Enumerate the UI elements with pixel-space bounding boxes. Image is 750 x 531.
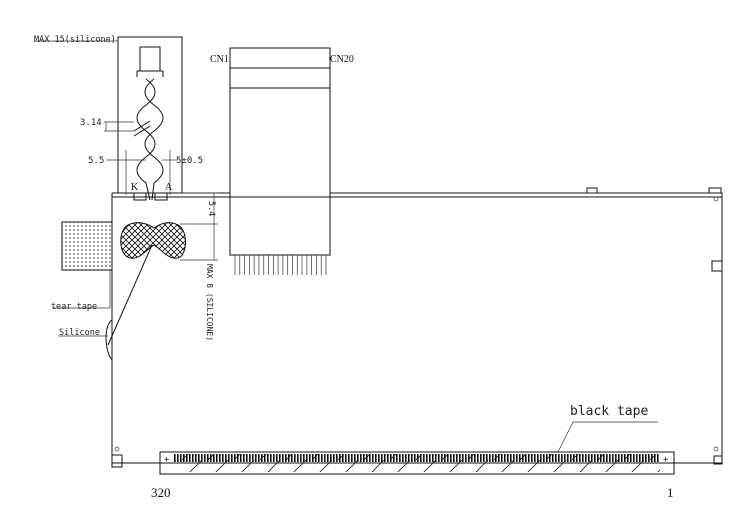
label-cn20: CN20 — [330, 54, 354, 65]
fpc-connector — [229, 47, 331, 275]
tear-tape — [61, 221, 113, 271]
svg-text:+: + — [663, 455, 669, 465]
fpc-pins — [234, 255, 327, 275]
label-dim-5-5: 5.5 — [88, 156, 104, 166]
panel-outline — [105, 187, 723, 468]
label-black-tape: black tape — [570, 404, 648, 419]
backlight-lead — [107, 36, 186, 346]
label-dim-5: 5±0.5 — [176, 156, 203, 166]
svg-text:+: + — [164, 455, 170, 465]
label-pin-320: 320 — [151, 485, 171, 500]
label-cn1: CN1 — [210, 54, 229, 65]
label-pin-k: K — [131, 182, 139, 193]
label-pin-a: A — [165, 182, 173, 193]
label-silicone: Silicone — [59, 328, 100, 338]
black-tape: + + — [159, 451, 675, 475]
label-pin-1: 1 — [667, 485, 674, 500]
dimension-lines — [34, 40, 658, 453]
label-tear-tape: tear tape — [51, 302, 97, 312]
label-dim-5-4: 5.4 — [206, 201, 216, 216]
label-dim-3-14: 3.14 — [80, 118, 102, 128]
label-max-silicone: MAX 15(silicone) — [34, 35, 116, 45]
label-max-8-silicone: MAX 8 (SILICONE) — [205, 264, 214, 341]
